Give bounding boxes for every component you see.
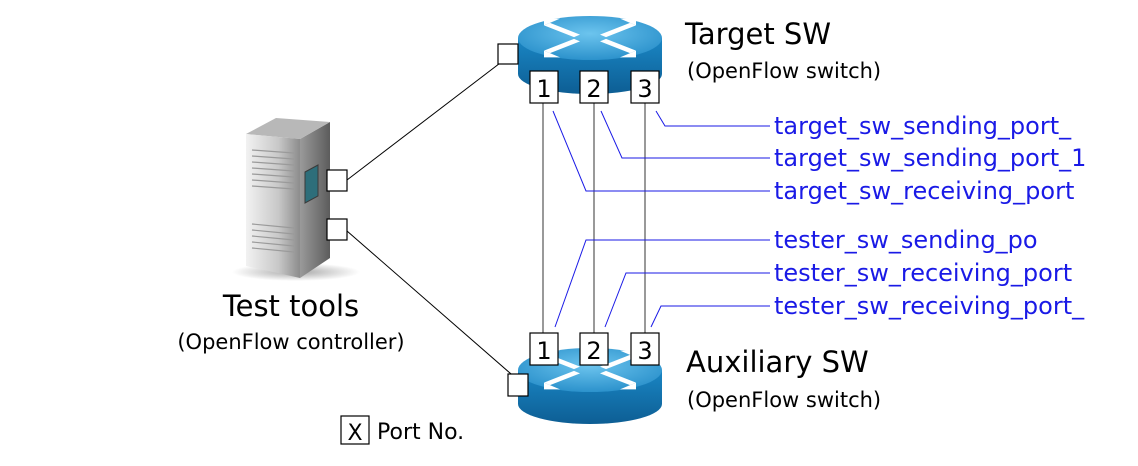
test-tools-subtitle: (OpenFlow controller) <box>177 330 404 354</box>
target-port-2-label: 2 <box>586 75 601 103</box>
aux-port-box-1 <box>529 332 559 366</box>
aux-port-box-2 <box>579 332 609 366</box>
target-port-box-2 <box>579 70 609 104</box>
leader-target-receiving-port <box>552 110 770 192</box>
leader-tester-receiving-port <box>604 272 770 328</box>
port-label-tester-receiving: tester_sw_receiving_port <box>774 259 1072 287</box>
server-port-lower <box>326 218 348 241</box>
aux-port-1-label: 1 <box>536 337 551 365</box>
auxiliary-switch-subtitle: (OpenFlow switch) <box>687 388 881 412</box>
target-switch-ports: 1 2 3 <box>529 70 660 104</box>
aux-port-box-3 <box>630 332 660 366</box>
legend-text: Port No. <box>377 420 464 445</box>
target-port-box-3 <box>630 70 660 104</box>
target-port-box-1 <box>529 70 559 104</box>
target-port-3-label: 3 <box>637 75 652 103</box>
controller-to-auxiliary-link <box>346 230 519 381</box>
server-icon <box>232 118 360 281</box>
auxiliary-switch-title: Auxiliary SW <box>686 345 869 379</box>
leader-tester-receiving-port-2 <box>650 305 770 328</box>
test-tools-title: Test tools <box>222 289 359 323</box>
auxiliary-switch-icon <box>507 348 662 424</box>
port-label-list: target_sw_sending_port_ target_sw_sendin… <box>774 112 1086 320</box>
legend-port-box <box>340 415 370 445</box>
legend-symbol: X <box>347 421 362 446</box>
auxiliary-switch-ports: 1 2 3 <box>529 332 660 366</box>
leader-target-sending-port <box>655 110 770 127</box>
target-switch-control-port <box>497 43 519 65</box>
port-label-target-sending-1: target_sw_sending_port_1 <box>774 144 1086 172</box>
leader-tester-sending-port <box>554 239 770 328</box>
target-switch-title: Target SW <box>684 17 831 51</box>
port-label-tester-receiving-2: tester_sw_receiving_port_ <box>774 292 1085 320</box>
target-port-1-label: 1 <box>536 75 551 103</box>
target-switch-subtitle: (OpenFlow switch) <box>687 59 881 83</box>
legend: X Port No. <box>340 415 464 446</box>
leader-target-sending-port-1 <box>600 110 770 159</box>
auxiliary-switch-control-port <box>507 373 529 397</box>
aux-port-3-label: 3 <box>637 337 652 365</box>
port-label-target-receiving: target_sw_receiving_port <box>774 177 1074 205</box>
port-label-tester-sending: tester_sw_sending_po <box>774 226 1038 254</box>
aux-port-2-label: 2 <box>586 337 601 365</box>
port-label-target-sending: target_sw_sending_port_ <box>774 112 1072 140</box>
controller-to-target-link <box>346 56 509 181</box>
server-port-upper <box>326 169 348 192</box>
